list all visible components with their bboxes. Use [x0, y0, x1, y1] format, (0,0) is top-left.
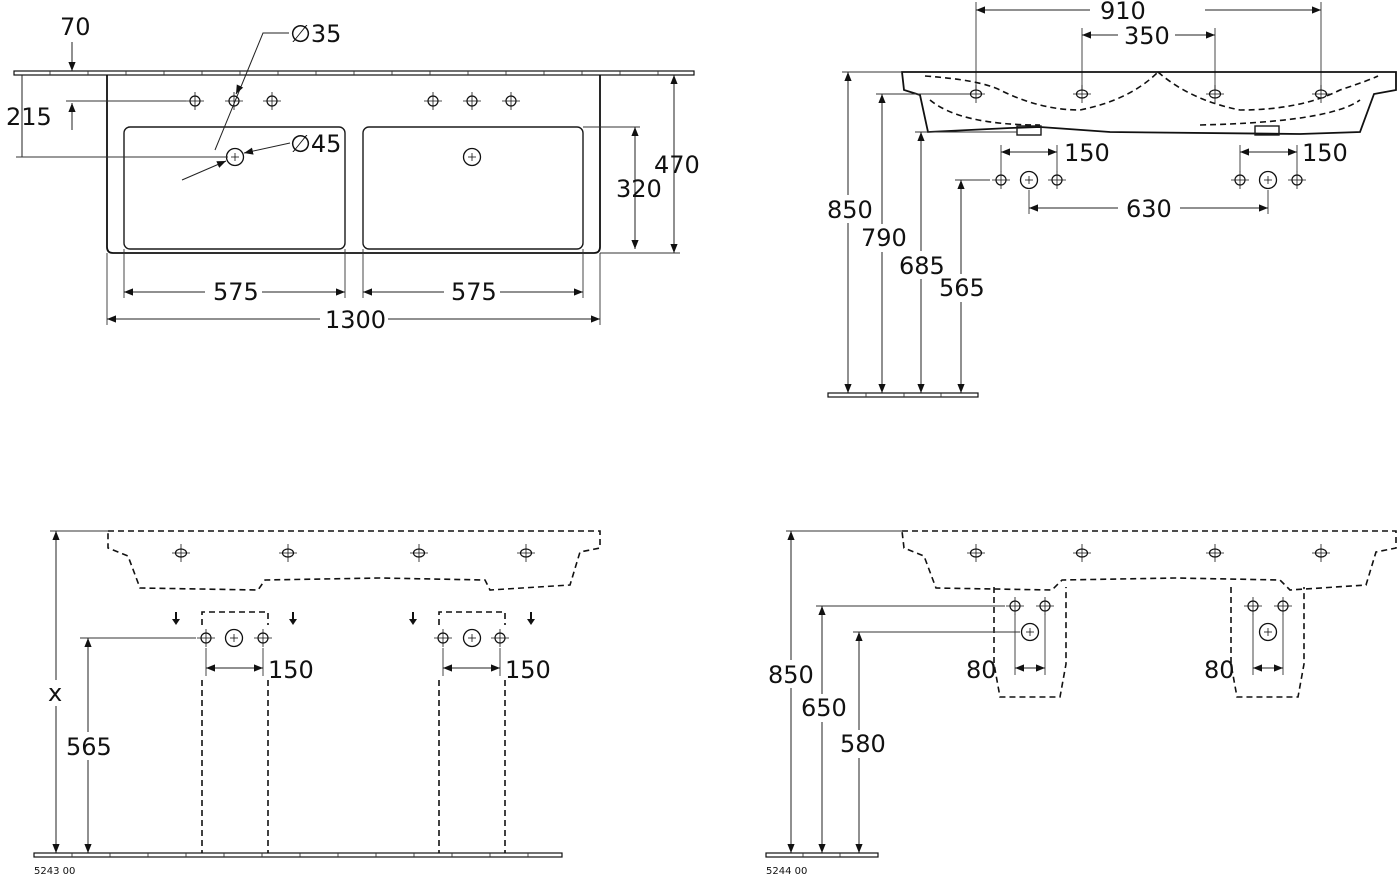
outlet-right [1254, 125, 1280, 136]
dim-650: 650 [801, 694, 847, 722]
drain-icon [462, 147, 482, 167]
tap-hole-icon [262, 91, 282, 111]
tap-hole-icon [409, 543, 429, 563]
dim-790: 790 [861, 224, 907, 252]
tap-hole-icon [462, 91, 482, 111]
semi-pedestal-right [1230, 587, 1305, 698]
drawing-code: 5244 00 [766, 866, 807, 877]
tap-hole-icon [278, 543, 298, 563]
supply-icon [253, 628, 273, 648]
basin-hidden-outline [107, 530, 601, 591]
supply-icon [1005, 596, 1025, 616]
dim-80-right: 80 [1204, 656, 1235, 684]
supply-icon [196, 628, 216, 648]
bowl-right [362, 126, 584, 250]
tap-hole-icon [1205, 543, 1225, 563]
supply-icon [1287, 170, 1307, 190]
top-view: 70 215 ∅35 ∅45 320 470 575 575 [6, 13, 700, 334]
down-arrow-icon [526, 611, 536, 626]
dim-630: 630 [1126, 195, 1172, 223]
pedestal-view: 150 150 x 565 5243 00 [33, 530, 601, 877]
floor-strip [33, 852, 563, 858]
supply-icon [1047, 170, 1067, 190]
floor-strip [827, 392, 979, 398]
floor-strip [765, 852, 879, 858]
semi-pedestal-left [993, 587, 1067, 698]
down-arrow-icon [408, 611, 418, 626]
dim-685: 685 [899, 252, 945, 280]
dim-320: 320 [616, 175, 662, 203]
tap-hole-icon [1072, 543, 1092, 563]
supply-icon [1273, 596, 1293, 616]
dim-150-right: 150 [505, 656, 551, 684]
tap-hole-icon [171, 543, 191, 563]
dim-x: x [48, 679, 62, 707]
basin-outline [106, 75, 601, 254]
outlet-left [1016, 125, 1042, 136]
dim-565: 565 [66, 733, 112, 761]
tap-hole-icon [516, 543, 536, 563]
down-arrow-icon [288, 611, 298, 626]
waste-icon [462, 628, 482, 648]
tap-hole-icon [1311, 543, 1331, 563]
dim-70: 70 [60, 13, 91, 41]
dim-dia45: ∅45 [290, 130, 341, 158]
supply-icon [1230, 170, 1250, 190]
tap-hole-icon [1311, 84, 1331, 104]
dim-575-left: 575 [213, 278, 259, 306]
tap-hole-icon [224, 91, 244, 111]
basin-hidden-outline [901, 530, 1397, 591]
down-arrow-icon [171, 611, 181, 626]
dim-850: 850 [768, 661, 814, 689]
dim-470: 470 [654, 151, 700, 179]
dim-850: 850 [827, 196, 873, 224]
dim-150-right: 150 [1302, 139, 1348, 167]
basin-profile [900, 71, 1397, 135]
tap-hole-icon [1205, 84, 1225, 104]
supply-icon [991, 170, 1011, 190]
dim-565: 565 [939, 274, 985, 302]
waste-icon [224, 628, 244, 648]
waste-icon [1020, 622, 1040, 642]
tap-hole-icon [1072, 84, 1092, 104]
dim-215: 215 [6, 103, 52, 131]
waste-icon [1258, 170, 1278, 190]
drain-icon [225, 147, 245, 167]
supply-icon [433, 628, 453, 648]
tap-hole-icon [966, 543, 986, 563]
tap-hole-icon [423, 91, 443, 111]
tap-hole-icon [185, 91, 205, 111]
dim-350: 350 [1124, 22, 1170, 50]
tap-hole-icon [501, 91, 521, 111]
bowl-left [123, 126, 346, 250]
waste-icon [1258, 622, 1278, 642]
dim-1300: 1300 [325, 306, 386, 334]
dim-580: 580 [840, 730, 886, 758]
supply-icon [1243, 596, 1263, 616]
drawing-code: 5243 00 [34, 866, 75, 877]
dim-150-left: 150 [268, 656, 314, 684]
side-view: 910 350 150 150 [826, 0, 1397, 398]
dim-575-right: 575 [451, 278, 497, 306]
semipedestal-view: 80 80 850 650 580 5244 00 [765, 530, 1397, 877]
dim-150-left: 150 [1064, 139, 1110, 167]
supply-icon [1035, 596, 1055, 616]
waste-icon [1019, 170, 1039, 190]
dim-dia35: ∅35 [290, 20, 341, 48]
dim-80-left: 80 [966, 656, 997, 684]
dim-910: 910 [1100, 0, 1146, 25]
supply-icon [490, 628, 510, 648]
